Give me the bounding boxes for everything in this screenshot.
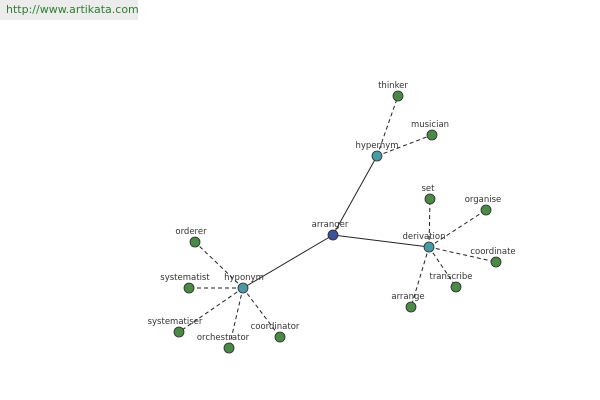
node-label-coordinator: coordinator <box>251 322 300 332</box>
node-circle-set[interactable] <box>424 193 436 205</box>
node-hypernym[interactable]: hypernym <box>355 141 399 162</box>
node-circle-coordinator[interactable] <box>274 331 286 343</box>
node-label-orderer: orderer <box>175 227 207 237</box>
node-set[interactable]: set <box>422 184 436 205</box>
node-arrange[interactable]: arrange <box>391 292 425 313</box>
node-circle-orderer[interactable] <box>189 236 201 248</box>
edge-derivation-set <box>428 198 431 248</box>
node-circle-orchestrator[interactable] <box>223 342 235 354</box>
node-circle-hyponym[interactable] <box>237 282 249 294</box>
edge-hypernym-musician <box>376 134 433 157</box>
node-label-set: set <box>422 184 436 194</box>
node-orderer[interactable]: orderer <box>175 227 207 248</box>
node-thinker[interactable]: thinker <box>378 81 408 102</box>
edge-hyponym-coordinator <box>242 287 281 338</box>
node-circle-hypernym[interactable] <box>371 150 383 162</box>
node-organise[interactable]: organise <box>465 195 502 216</box>
node-label-hypernym: hypernym <box>355 141 398 151</box>
node-orchestrator[interactable]: orchestrator <box>197 333 250 354</box>
node-circle-derivation[interactable] <box>423 241 435 253</box>
node-label-coordinate: coordinate <box>470 247 515 257</box>
source-url[interactable]: http://www.artikata.com <box>0 0 139 20</box>
edge-derivation-organise <box>428 209 487 248</box>
edge-derivation-arrange <box>410 246 430 308</box>
node-systematiser[interactable]: systematiser <box>148 317 203 338</box>
edge-derivation-transcribe <box>428 246 457 288</box>
node-coordinator[interactable]: coordinator <box>251 322 300 343</box>
node-label-arranger: arranger <box>312 220 349 230</box>
node-circle-systematist[interactable] <box>183 282 195 294</box>
node-transcribe[interactable]: transcribe <box>429 272 473 293</box>
node-label-hyponym: hyponym <box>224 273 264 283</box>
node-coordinate[interactable]: coordinate <box>470 247 516 268</box>
node-label-systematiser: systematiser <box>148 317 203 327</box>
node-label-musician: musician <box>411 120 449 130</box>
node-arranger[interactable]: arranger <box>312 220 349 241</box>
edge-arranger-hypernym <box>332 155 378 236</box>
node-circle-transcribe[interactable] <box>450 281 462 293</box>
edge-derivation-coordinate <box>428 246 497 263</box>
node-circle-musician[interactable] <box>426 129 438 141</box>
node-hyponym[interactable]: hyponym <box>224 273 264 294</box>
node-label-derivation: derivation <box>402 232 445 242</box>
node-circle-arranger[interactable] <box>327 229 339 241</box>
node-label-orchestrator: orchestrator <box>197 333 250 343</box>
node-circle-thinker[interactable] <box>392 90 404 102</box>
node-label-systematist: systematist <box>160 273 210 283</box>
edge-arranger-hyponym <box>242 234 334 289</box>
edge-arranger-derivation <box>332 234 430 248</box>
graph-nodes: arranger hypernym derivation hyponym thinker… <box>148 81 516 354</box>
edge-hyponym-orchestrator <box>228 287 244 349</box>
graph-edges <box>178 95 497 349</box>
edge-hyponym-systematiser <box>178 287 244 333</box>
node-label-transcribe: transcribe <box>429 272 472 282</box>
node-circle-coordinate[interactable] <box>490 256 502 268</box>
node-derivation[interactable]: derivation <box>402 232 446 253</box>
node-label-arrange: arrange <box>391 292 424 302</box>
node-systematist[interactable]: systematist <box>160 273 210 294</box>
node-circle-systematiser[interactable] <box>173 326 185 338</box>
node-circle-organise[interactable] <box>480 204 492 216</box>
node-label-thinker: thinker <box>378 81 408 91</box>
node-musician[interactable]: musician <box>411 120 449 141</box>
edge-hypernym-thinker <box>376 95 399 157</box>
node-label-organise: organise <box>465 195 502 205</box>
node-circle-arrange[interactable] <box>405 301 417 313</box>
